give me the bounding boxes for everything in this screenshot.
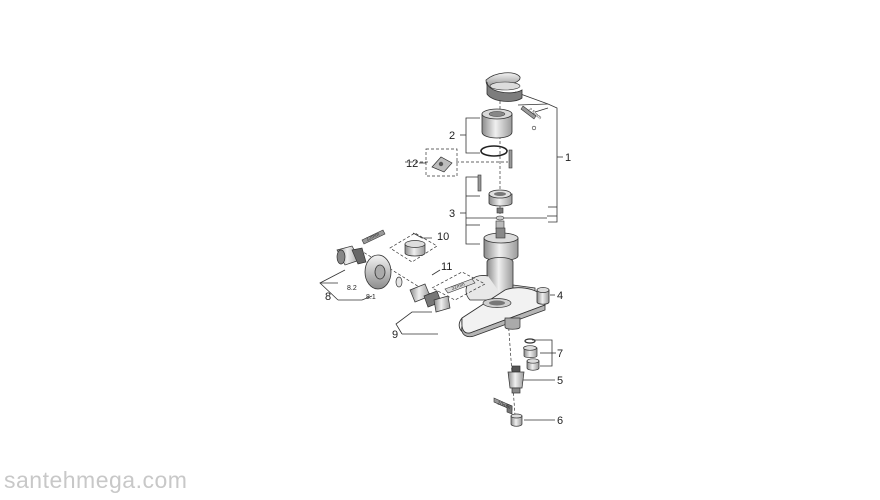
label-5: 5: [557, 375, 563, 387]
eccentric-connector: [336, 245, 367, 266]
cartridge-small-parts: [495, 207, 505, 230]
aerator-set: [523, 338, 540, 371]
label-1: 1: [565, 152, 571, 164]
wall-bracket-kit: [389, 232, 438, 263]
label-8: 8: [325, 291, 331, 303]
small-nut: [510, 413, 523, 427]
label-9: 9: [392, 329, 398, 341]
seal-ring: [395, 276, 403, 288]
label-7: 7: [557, 348, 563, 360]
cap-sleeve: [481, 108, 513, 139]
label-10: 10: [437, 231, 449, 243]
diverter-spindle: [507, 365, 525, 394]
label-12: 12: [406, 158, 418, 170]
hex-key-12mm: 12mm: [361, 229, 386, 245]
leader-lines: [319, 91, 563, 421]
label-4: 4: [557, 290, 563, 302]
spanner-label: 32mm: [451, 281, 466, 291]
label-8-2: 8.2: [347, 285, 357, 292]
hex-key-2-5mm: 2,5mm: [520, 105, 543, 121]
part-labels: 1 2 3 4 5 6 7 8 8.2 8.1 9 10 11 12: [325, 130, 571, 427]
hex-key-10mm-label: 10mm: [496, 400, 511, 411]
label-8-1: 8.1: [366, 294, 376, 301]
handle-lever: [485, 72, 523, 102]
mixer-body: [458, 257, 546, 338]
o-ring: [480, 145, 508, 157]
label-6: 6: [557, 415, 563, 427]
flange-plate-kit: [425, 148, 458, 177]
label-3: 3: [449, 208, 455, 220]
watermark: santehmega.com: [4, 467, 188, 493]
grub-screw: [531, 125, 537, 131]
fixing-screws: [477, 149, 513, 192]
label-11: 11: [441, 261, 452, 273]
wall-rosette: [364, 254, 392, 290]
hex-key-12mm-label: 12mm: [365, 231, 380, 242]
union-nut-set: [409, 283, 451, 313]
cartridge-nut: [488, 189, 513, 207]
end-cap: [536, 287, 550, 305]
cartridge: [483, 227, 519, 261]
hex-key-10mm: 10mm: [493, 397, 513, 415]
label-2: 2: [449, 130, 455, 142]
